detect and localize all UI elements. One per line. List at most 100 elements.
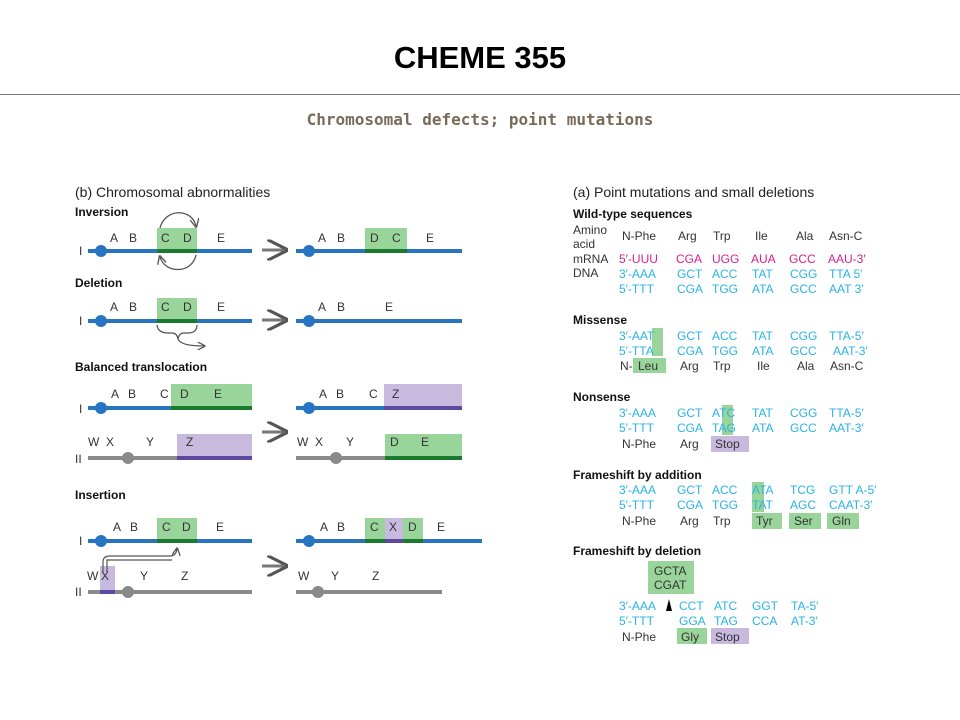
trans-aII-Y: Y bbox=[346, 435, 354, 449]
frameshift-add-label: Frameshift by addition bbox=[573, 468, 702, 482]
wt-dna2-5: AAT 3′ bbox=[829, 282, 864, 296]
fa-aa-0: N-Phe bbox=[622, 514, 656, 528]
fa-dna1-1: GCT bbox=[677, 483, 703, 497]
ms-dna1-4: CGG bbox=[790, 329, 817, 343]
missense-label: Missense bbox=[573, 313, 627, 327]
translocation-after-I-highlight bbox=[384, 384, 462, 408]
ins-aI-D: D bbox=[408, 520, 417, 534]
translocation-after-II-centromere bbox=[330, 452, 342, 464]
frameshift-del-label: Frameshift by deletion bbox=[573, 544, 701, 558]
trans-bI-A: A bbox=[111, 387, 119, 401]
insertion-after-II-centromere bbox=[312, 586, 324, 598]
ns-dna2-3: ATA bbox=[752, 421, 774, 435]
page-title: CHEME 355 bbox=[393, 40, 567, 75]
wt-dna1-2: ACC bbox=[712, 267, 738, 281]
translocation-label: Balanced translocation bbox=[75, 360, 207, 374]
fd-aa-1: Gly bbox=[681, 630, 699, 644]
fd-dna1-3: GGT bbox=[752, 599, 779, 613]
wt-aa-0: N-Phe bbox=[622, 229, 656, 243]
ins-aII-Y: Y bbox=[331, 569, 339, 583]
deletion-a-A: A bbox=[318, 300, 326, 314]
deletion-b-C: C bbox=[161, 300, 170, 314]
ns-dna1-1: GCT bbox=[677, 406, 703, 420]
trans-aI-B: B bbox=[336, 387, 344, 401]
ins-bI-B: B bbox=[130, 520, 138, 534]
trans-aII-X: X bbox=[315, 435, 323, 449]
translocation-chrom-I: I bbox=[79, 402, 82, 416]
insertion-label: Insertion bbox=[75, 488, 126, 502]
fd-dna1-1: CCT bbox=[679, 599, 704, 613]
inversion-a-B: B bbox=[337, 231, 345, 245]
ms-aa-1: Arg bbox=[680, 359, 699, 373]
ns-dna1-4: CGG bbox=[790, 406, 817, 420]
inversion-b-B: B bbox=[129, 231, 137, 245]
insertion-arrow-inner bbox=[106, 559, 172, 572]
inversion-a-E: E bbox=[426, 231, 434, 245]
trans-bII-Y: Y bbox=[146, 435, 154, 449]
translocation-before-II-centromere bbox=[122, 452, 134, 464]
fa-dna2-1: CGA bbox=[677, 498, 703, 512]
wt-mrna-5: AAU-3′ bbox=[828, 252, 866, 266]
fs-add-aa-highlight-3 bbox=[827, 513, 859, 529]
ins-bII-Z: Z bbox=[181, 569, 188, 583]
ms-aa-2: Trp bbox=[713, 359, 731, 373]
ns-dna1-0: 3′-AAA bbox=[619, 406, 656, 420]
insertion-chrom-II: II bbox=[75, 585, 82, 599]
wt-dna2-4: GCC bbox=[790, 282, 817, 296]
fa-aa-4: Ser bbox=[794, 514, 813, 528]
fs-add-base-highlight bbox=[752, 482, 764, 512]
inversion-label: Inversion bbox=[75, 205, 128, 219]
insertion-after-I-highlight-D bbox=[403, 518, 423, 541]
wt-dna1-3: TAT bbox=[752, 267, 774, 281]
wildtype-dna-label: DNA bbox=[573, 266, 598, 280]
fs-del-gly-highlight bbox=[677, 628, 707, 644]
deletion-b-E: E bbox=[217, 300, 225, 314]
missense-aa-highlight bbox=[633, 358, 666, 373]
trans-bI-B: B bbox=[128, 387, 136, 401]
insertion-chrom-I: I bbox=[79, 534, 82, 548]
ms-dna2-0: 5′-TTA bbox=[619, 344, 654, 358]
deletion-before-centromere bbox=[95, 315, 107, 327]
fa-dna2-3: TAT bbox=[752, 498, 774, 512]
deletion-chrom-I: I bbox=[79, 314, 82, 328]
fa-aa-2: Trp bbox=[713, 514, 731, 528]
ins-bI-E: E bbox=[216, 520, 224, 534]
trans-bII-Z: Z bbox=[186, 435, 193, 449]
title-divider bbox=[0, 94, 960, 95]
ns-dna1-2: ATC bbox=[712, 406, 735, 420]
trans-aI-Z: Z bbox=[392, 387, 399, 401]
fa-dna2-0: 5′-TTT bbox=[619, 498, 655, 512]
translocation-after-I-centromere bbox=[303, 402, 315, 414]
deletion-highlight bbox=[157, 298, 197, 321]
fs-add-aa-highlight-1 bbox=[752, 513, 782, 529]
ns-dna2-0: 5′-TTT bbox=[619, 421, 655, 435]
ms-dna1-2: ACC bbox=[712, 329, 738, 343]
fa-dna2-4: AGC bbox=[790, 498, 816, 512]
ns-aa-0: N-Phe bbox=[622, 437, 656, 451]
inversion-chrom-I: I bbox=[79, 244, 82, 258]
wt-aa-4: Ala bbox=[796, 229, 814, 243]
wt-mrna-2: UGG bbox=[712, 252, 739, 266]
translocation-before-I-centromere bbox=[95, 402, 107, 414]
fs-del-box2: CGAT bbox=[654, 578, 687, 592]
wt-dna1-5: TTA 5′ bbox=[829, 267, 863, 281]
inversion-after-centromere bbox=[303, 245, 315, 257]
trans-aI-C: C bbox=[369, 387, 378, 401]
ms-aa-5: Asn-C bbox=[830, 359, 864, 373]
inversion-b-D: D bbox=[183, 231, 192, 245]
ins-bI-D: D bbox=[182, 520, 191, 534]
ins-bII-Y: Y bbox=[140, 569, 148, 583]
ms-dna1-1: GCT bbox=[677, 329, 703, 343]
fd-dna1-0: 3′-AAA bbox=[619, 599, 656, 613]
trans-aII-D: D bbox=[390, 435, 399, 449]
nonsense-base-highlight bbox=[722, 405, 733, 435]
ins-bI-C: C bbox=[162, 520, 171, 534]
wt-dna2-0: 5′-TTT bbox=[619, 282, 655, 296]
translocation-before-I-highlight bbox=[171, 384, 252, 408]
wt-aa-3: Ile bbox=[755, 229, 768, 243]
trans-bI-C: C bbox=[160, 387, 169, 401]
inversion-a-D: D bbox=[370, 231, 379, 245]
deletion-after-centromere bbox=[303, 315, 315, 327]
ms-aa-4: Ala bbox=[797, 359, 815, 373]
wildtype-amino-label-2: acid bbox=[573, 237, 595, 251]
